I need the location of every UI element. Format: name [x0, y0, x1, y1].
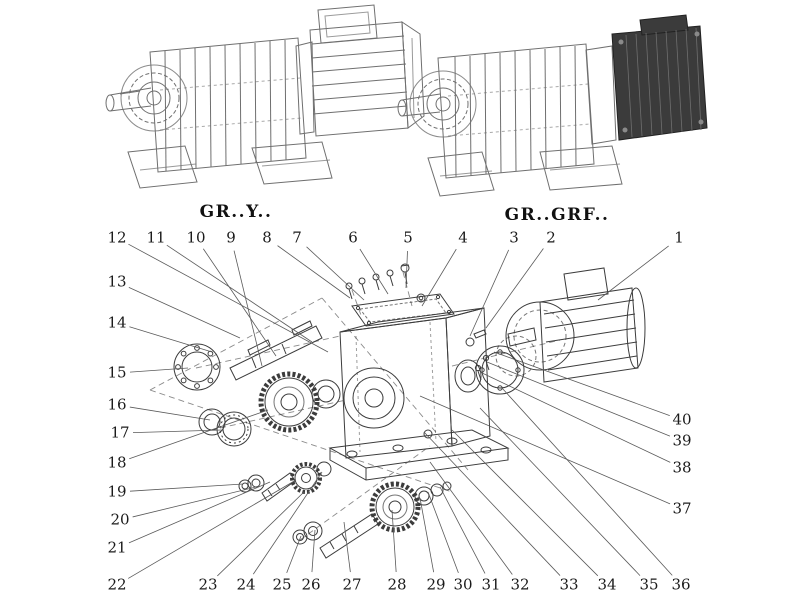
callout-14: 14 — [107, 313, 127, 332]
callout-29: 29 — [426, 575, 446, 594]
callout-2: 2 — [546, 228, 556, 247]
callout-5: 5 — [403, 228, 413, 247]
bolt-icon — [345, 282, 353, 300]
motor-flange-parts — [465, 329, 537, 395]
callout-21: 21 — [107, 538, 127, 557]
shaft-key — [247, 339, 271, 356]
gear-housing — [437, 43, 595, 179]
callout-35: 35 — [639, 575, 659, 594]
retaining-ring — [316, 461, 332, 477]
bolt-icon — [386, 269, 394, 287]
callout-11: 11 — [146, 228, 166, 247]
callout-18: 18 — [107, 453, 127, 472]
input-key — [473, 329, 487, 339]
output-shaft — [105, 87, 152, 112]
housing-base — [328, 429, 510, 481]
bolt-icon — [372, 273, 380, 291]
motor-adapter — [585, 45, 617, 145]
top-bolts — [345, 263, 426, 303]
callout-28: 28 — [387, 575, 407, 594]
callout-13: 13 — [107, 272, 127, 291]
callout-23: 23 — [198, 575, 218, 594]
callout-26: 26 — [301, 575, 321, 594]
callout-22: 22 — [107, 575, 127, 594]
callout-12: 12 — [107, 228, 127, 247]
vent-plug-icon — [400, 263, 410, 285]
callout-6: 6 — [348, 228, 358, 247]
callout-39: 39 — [672, 431, 692, 450]
callout-38: 38 — [672, 458, 692, 477]
callout-8: 8 — [262, 228, 272, 247]
motor-shaft — [507, 327, 537, 347]
callout-7: 7 — [292, 228, 302, 247]
exploded-motor — [505, 267, 646, 383]
drain-plug — [423, 429, 433, 439]
intermediate-gear — [290, 462, 322, 494]
callout-40: 40 — [672, 410, 692, 429]
input-shaft-gear-set — [292, 481, 452, 559]
spacer-ring — [198, 408, 226, 436]
bearing-cover-disc — [173, 343, 221, 391]
input-shaft — [319, 513, 379, 559]
mounting-feet — [427, 145, 623, 197]
gearmotor-gr-y-drawing — [105, 4, 425, 189]
gear-housing — [149, 37, 307, 173]
callout-24: 24 — [236, 575, 256, 594]
callout-25: 25 — [272, 575, 292, 594]
gearbox-housing — [339, 307, 491, 459]
callout-30: 30 — [453, 575, 473, 594]
terminal-box — [317, 4, 378, 44]
output-gear — [258, 371, 320, 433]
helical-gear — [369, 481, 421, 533]
callout-36: 36 — [671, 575, 691, 594]
callout-16: 16 — [107, 395, 127, 414]
callout-10: 10 — [186, 228, 206, 247]
bolt-icon — [358, 277, 366, 295]
callout-32: 32 — [510, 575, 530, 594]
front-flange-rosette — [120, 64, 188, 132]
mounting-feet — [127, 141, 333, 189]
callout-17: 17 — [110, 423, 130, 442]
callout-9: 9 — [226, 228, 236, 247]
callout-19: 19 — [107, 482, 127, 501]
output-shaft — [397, 93, 441, 117]
callout-1: 1 — [674, 228, 684, 247]
gear-bearing — [311, 379, 341, 409]
compact-motor-dark — [611, 14, 708, 141]
inspection-cover — [351, 293, 455, 327]
intermediate-pinion-set — [238, 461, 332, 502]
callout-34: 34 — [597, 575, 617, 594]
circlip — [442, 481, 452, 491]
callout-15: 15 — [107, 363, 127, 382]
exploded-view — [149, 263, 646, 559]
variant-label-gr-y: GR..Y.. — [199, 202, 273, 222]
callout-33: 33 — [559, 575, 579, 594]
ball-bearing — [216, 411, 252, 447]
callout-37: 37 — [672, 499, 692, 518]
gearmotor-gr-grf-drawing — [397, 14, 708, 197]
callout-27: 27 — [342, 575, 362, 594]
variant-label-gr-grf: GR..GRF.. — [504, 205, 610, 225]
callout-31: 31 — [481, 575, 501, 594]
callout-4: 4 — [458, 228, 468, 247]
callout-3: 3 — [509, 228, 519, 247]
callout-20: 20 — [110, 510, 130, 529]
washer — [465, 337, 475, 347]
